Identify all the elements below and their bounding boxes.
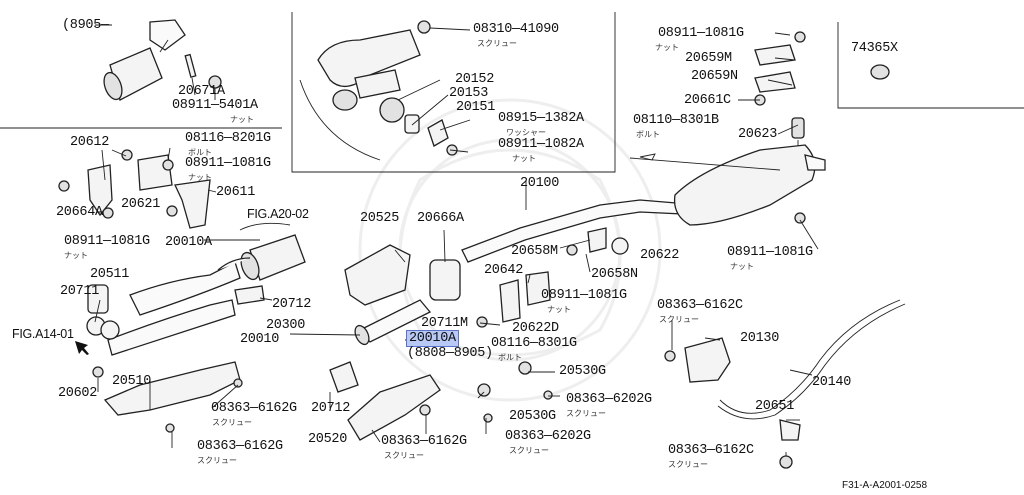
center-pipe-assembly xyxy=(344,144,826,346)
part-label-08911-1081G-right[interactable]: 08911—1081G xyxy=(727,245,813,260)
part-label-20010A-left[interactable]: 20010A xyxy=(165,235,212,250)
part-label-20623[interactable]: 20623 xyxy=(738,127,778,142)
date-range-mid-label: (8808—8905) xyxy=(407,346,493,361)
screw-note: スクリュー xyxy=(384,451,424,460)
part-label-20659M[interactable]: 20659M xyxy=(685,51,732,66)
part-label-20130[interactable]: 20130 xyxy=(740,331,780,346)
part-label-20010A-selected[interactable]: 20010A xyxy=(406,330,459,347)
part-label-20658N[interactable]: 20658N xyxy=(591,267,638,282)
part-label-20611[interactable]: 20611 xyxy=(216,185,256,200)
part-label-08310-41090[interactable]: 08310—41090 xyxy=(473,22,559,37)
part-label-20711M[interactable]: 20711M xyxy=(421,316,468,331)
inset-frame-right xyxy=(837,22,1024,109)
inset-frame-center xyxy=(291,12,616,173)
figure-reference-a20-02[interactable]: FIG.A20-02 xyxy=(247,207,309,221)
part-label-20511[interactable]: 20511 xyxy=(90,267,130,282)
part-label-20622[interactable]: 20622 xyxy=(640,248,680,263)
screw-note: スクリュー xyxy=(197,456,237,465)
part-label-20642[interactable]: 20642 xyxy=(484,263,524,278)
part-label-08363-6162G-a[interactable]: 08363—6162G xyxy=(211,401,297,416)
part-label-08911-1082A[interactable]: 08911—1082A xyxy=(498,137,584,152)
part-label-20151[interactable]: 20151 xyxy=(456,100,496,115)
front-pipe-assembly xyxy=(86,222,306,356)
figure-reference-a14-01[interactable]: FIG.A14-01 xyxy=(12,327,74,341)
part-label-20520[interactable]: 20520 xyxy=(308,432,348,447)
heat-shield-rear xyxy=(347,374,441,441)
part-label-20530G-a[interactable]: 20530G xyxy=(559,364,606,379)
part-label-20622D[interactable]: 20622D xyxy=(512,321,559,336)
part-label-08116-8301G[interactable]: 08116—8301G xyxy=(491,336,577,351)
washer-note: ワッシャー xyxy=(506,128,546,137)
part-label-20664A[interactable]: 20664A xyxy=(56,205,103,220)
nut-note: ナット xyxy=(230,115,254,124)
nut-note: ナット xyxy=(512,154,536,163)
part-label-08911-1081G-mid[interactable]: 08911—1081G xyxy=(541,288,627,303)
bracket-cluster-left xyxy=(58,147,217,229)
part-label-20659N[interactable]: 20659N xyxy=(691,69,738,84)
part-label-20153[interactable]: 20153 xyxy=(449,86,489,101)
part-label-08110-8301B[interactable]: 08110—8301B xyxy=(633,113,719,128)
part-label-08363-6162C-a[interactable]: 08363—6162C xyxy=(657,298,743,313)
bolt-note: ボルト xyxy=(498,353,522,362)
bolt-note: ボルト xyxy=(636,130,660,139)
part-label-20712-a[interactable]: 20712 xyxy=(272,297,312,312)
part-label-20661C[interactable]: 20661C xyxy=(684,93,731,108)
part-label-08363-6202G-a[interactable]: 08363—6202G xyxy=(566,392,652,407)
nut-note: ナット xyxy=(730,262,754,271)
part-label-20140[interactable]: 20140 xyxy=(812,375,852,390)
part-label-08363-6162G-c[interactable]: 08363—6162G xyxy=(381,434,467,449)
screw-note: スクリュー xyxy=(659,315,699,324)
part-label-20621[interactable]: 20621 xyxy=(121,197,161,212)
nut-note: ナット xyxy=(547,305,571,314)
part-label-20651[interactable]: 20651 xyxy=(755,399,795,414)
part-label-20671A[interactable]: 20671A xyxy=(178,84,225,99)
plug-cap xyxy=(870,64,890,80)
screw-note: スクリュー xyxy=(566,409,606,418)
part-label-08116-8201G[interactable]: 08116—8201G xyxy=(185,131,271,146)
screw-note: スクリュー xyxy=(668,460,708,469)
part-label-20612[interactable]: 20612 xyxy=(70,135,110,150)
part-label-20152[interactable]: 20152 xyxy=(455,72,495,87)
part-label-20300[interactable]: 20300 xyxy=(266,318,306,333)
part-label-20712-b[interactable]: 20712 xyxy=(311,401,351,416)
nut-note: ナット xyxy=(64,251,88,260)
part-label-20711[interactable]: 20711 xyxy=(60,284,100,299)
part-label-08911-1081G-top[interactable]: 08911—1081G xyxy=(658,26,744,41)
part-label-20100[interactable]: 20100 xyxy=(520,176,560,191)
nut-note: ナット xyxy=(655,43,679,52)
part-label-74365X[interactable]: 74365X xyxy=(851,41,898,56)
part-label-20510[interactable]: 20510 xyxy=(112,374,152,389)
part-label-08915-1382A[interactable]: 08915—1382A xyxy=(498,111,584,126)
diagram-code: F31-A-A2001-0258 xyxy=(842,480,928,491)
hanger-cluster xyxy=(738,31,806,160)
part-label-08363-6202G-b[interactable]: 08363—6202G xyxy=(505,429,591,444)
part-label-08911-1081G-left[interactable]: 08911—1081G xyxy=(185,156,271,171)
nut-note: ナット xyxy=(188,173,212,182)
screw-note: スクリュー xyxy=(509,446,549,455)
part-label-20666A[interactable]: 20666A xyxy=(417,211,464,226)
screw-note: スクリュー xyxy=(477,39,517,48)
part-label-20010[interactable]: 20010 xyxy=(240,332,280,347)
part-label-20658M[interactable]: 20658M xyxy=(511,244,558,259)
part-label-20602[interactable]: 20602 xyxy=(58,386,98,401)
part-label-20525[interactable]: 20525 xyxy=(360,211,400,226)
part-label-08363-6162G-b[interactable]: 08363—6162G xyxy=(197,439,283,454)
bolt-note: ボルト xyxy=(188,148,212,157)
inset-muffler-joint xyxy=(299,20,471,161)
bracket-20712 xyxy=(329,361,359,393)
date-range-label: (8905— xyxy=(62,18,109,33)
arrow-icon xyxy=(75,341,89,355)
hanger-center xyxy=(476,227,629,328)
part-label-08911-1081G-low[interactable]: 08911—1081G xyxy=(64,234,150,249)
inset-catalyst-small xyxy=(103,19,222,101)
screw-note: スクリュー xyxy=(212,418,252,427)
part-label-08911-5401A[interactable]: 08911—5401A xyxy=(172,98,258,113)
part-label-20530G-b[interactable]: 20530G xyxy=(509,409,556,424)
part-label-08363-6162C-b[interactable]: 08363—6162C xyxy=(668,443,754,458)
